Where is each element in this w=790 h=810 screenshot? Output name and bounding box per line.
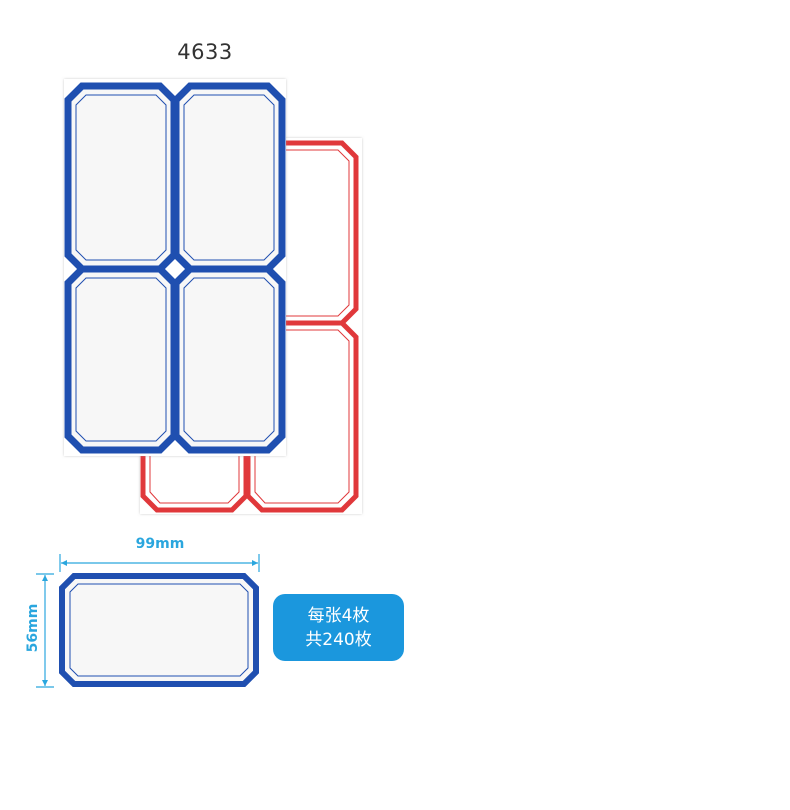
dimension-guides (36, 554, 260, 688)
blue-label-sheet (64, 79, 286, 456)
quantity-badge: 每张4枚 共240枚 (273, 594, 404, 661)
width-dimension-label: 99mm (135, 536, 185, 552)
blue-label-bottom-left (64, 265, 178, 454)
badge-line-total: 共240枚 (305, 629, 372, 650)
badge-line-per-sheet: 每张4枚 (307, 605, 370, 626)
model-number: 4633 (177, 40, 233, 64)
single-label-detail (59, 573, 259, 687)
blue-label-top-left (64, 82, 178, 273)
height-dimension-label: 56mm (25, 603, 41, 653)
blue-label-top-right (172, 82, 286, 273)
blue-label-bottom-right (172, 265, 286, 454)
